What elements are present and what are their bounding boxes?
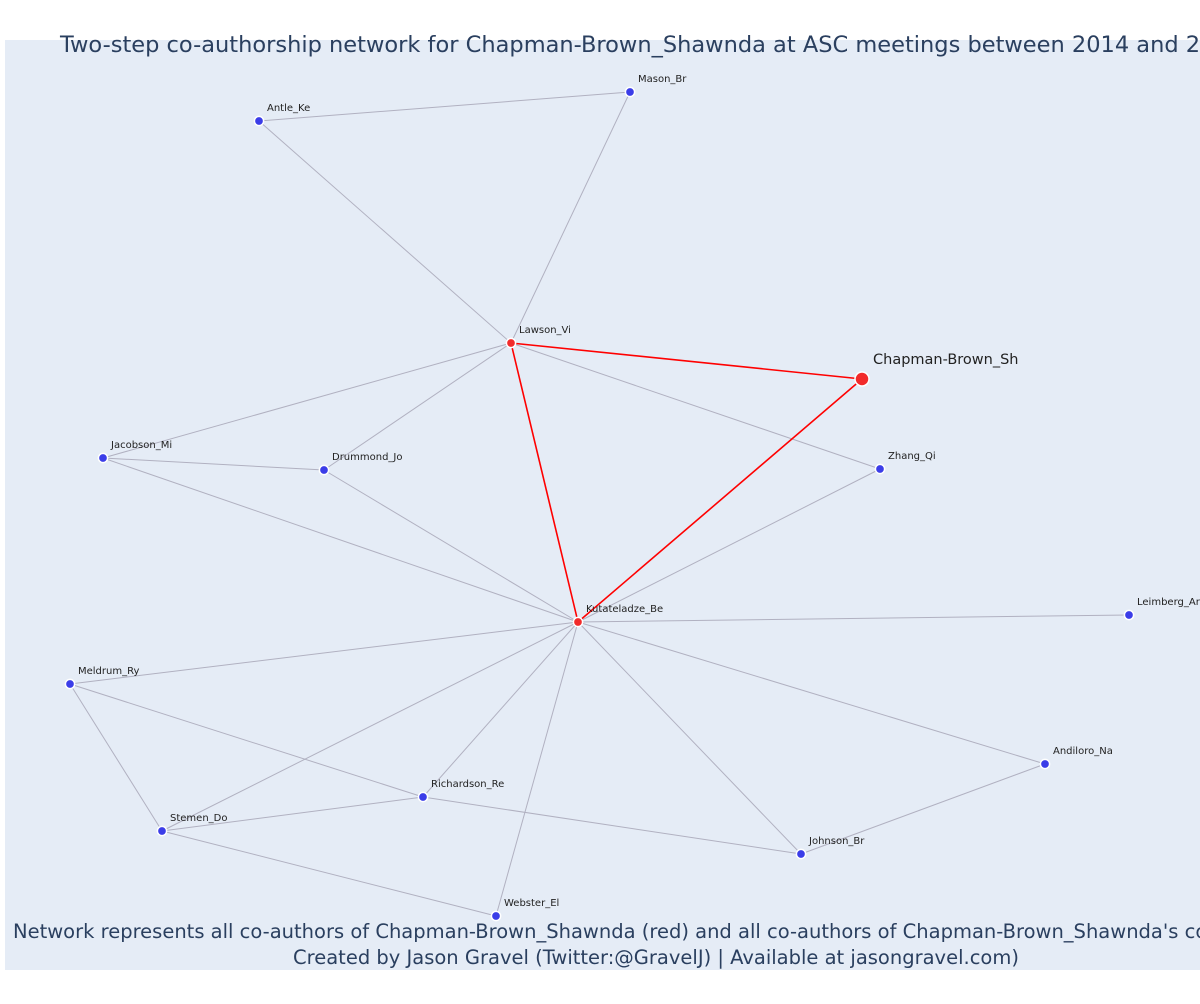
- node-label-Zhang_Qi: Zhang_Qi: [888, 451, 936, 462]
- nodes-layer: [64, 86, 1135, 922]
- edge-Meldrum_Ry-Stemen_Do: [69, 683, 163, 832]
- node-Kutateladze_Be[interactable]: [572, 616, 584, 628]
- edge-Antle_Ke-Mason_Br: [258, 91, 631, 122]
- footer-caption: Network represents all co-authors of Cha…: [13, 920, 1200, 943]
- edge-Johnson_Br-Andiloro_Na: [800, 763, 1046, 855]
- edge-Antle_Ke-Lawson_Vi: [258, 120, 512, 344]
- node-label-Jacobson_Mi: Jacobson_Mi: [110, 440, 172, 451]
- edge-Stemen_Do-Richardson_Re: [161, 796, 424, 832]
- node-label-Leimberg_Ar: Leimberg_Ar: [1137, 597, 1200, 608]
- edge-Kutateladze_Be-Webster_El: [495, 621, 579, 917]
- edge-Lawson_Vi-Jacobson_Mi: [102, 342, 512, 459]
- node-label-Johnson_Br: Johnson_Br: [808, 836, 865, 847]
- node-label-Lawson_Vi: Lawson_Vi: [519, 325, 571, 336]
- plot-background: [5, 40, 1200, 970]
- node-label-Kutateladze_Be: Kutateladze_Be: [586, 604, 663, 615]
- node-Webster_El[interactable]: [490, 910, 502, 922]
- edge-Lawson_Vi-Zhang_Qi: [510, 342, 881, 470]
- node-Stemen_Do[interactable]: [156, 825, 168, 837]
- node-Antle_Ke[interactable]: [253, 115, 265, 127]
- node-Jacobson_Mi[interactable]: [97, 452, 109, 464]
- edge-Kutateladze_Be-Stemen_Do: [161, 621, 579, 832]
- footer-credit: Created by Jason Gravel (Twitter:@Gravel…: [293, 946, 1019, 969]
- edge-Lawson_Vi-Kutateladze_Be: [510, 342, 579, 623]
- node-label-Mason_Br: Mason_Br: [638, 74, 687, 85]
- edge-Stemen_Do-Webster_El: [161, 830, 497, 917]
- edge-Zhang_Qi-Kutateladze_Be: [577, 468, 881, 623]
- node-Johnson_Br[interactable]: [795, 848, 807, 860]
- node-Drummond_Jo[interactable]: [318, 464, 330, 476]
- edge-Mason_Br-Lawson_Vi: [510, 91, 631, 344]
- node-label-Drummond_Jo: Drummond_Jo: [332, 452, 403, 463]
- node-Richardson_Re[interactable]: [417, 791, 429, 803]
- edge-Richardson_Re-Johnson_Br: [422, 796, 802, 855]
- edge-Kutateladze_Be-Andiloro_Na: [577, 621, 1046, 765]
- edge-Jacobson_Mi-Drummond_Jo: [102, 457, 325, 471]
- edge-Kutateladze_Be-Leimberg_Ar: [577, 614, 1130, 623]
- node-Lawson_Vi[interactable]: [505, 337, 517, 349]
- edge-Kutateladze_Be-Richardson_Re: [422, 621, 579, 798]
- edge-Jacobson_Mi-Kutateladze_Be: [102, 457, 579, 623]
- node-label-Andiloro_Na: Andiloro_Na: [1053, 746, 1113, 757]
- edges-layer: [69, 91, 1130, 917]
- chart-title: Two-step co-authorship network for Chapm…: [59, 32, 1200, 58]
- edge-Drummond_Jo-Kutateladze_Be: [323, 469, 579, 623]
- node-Leimberg_Ar[interactable]: [1123, 609, 1135, 621]
- node-Mason_Br[interactable]: [624, 86, 636, 98]
- node-Chapman-Brown_Sh[interactable]: [854, 371, 870, 387]
- node-Meldrum_Ry[interactable]: [64, 678, 76, 690]
- node-label-Chapman-Brown_Sh: Chapman-Brown_Sh: [873, 352, 1018, 368]
- node-label-Webster_El: Webster_El: [504, 898, 559, 909]
- node-Andiloro_Na[interactable]: [1039, 758, 1051, 770]
- edge-Lawson_Vi-Drummond_Jo: [323, 342, 512, 471]
- node-label-Meldrum_Ry: Meldrum_Ry: [78, 666, 139, 677]
- edge-Chapman-Brown_Sh-Lawson_Vi: [510, 342, 863, 380]
- node-label-Stemen_Do: Stemen_Do: [170, 813, 227, 824]
- edge-Meldrum_Ry-Richardson_Re: [69, 683, 424, 798]
- node-label-Antle_Ke: Antle_Ke: [267, 103, 310, 114]
- node-Zhang_Qi[interactable]: [874, 463, 886, 475]
- edge-Kutateladze_Be-Meldrum_Ry: [69, 621, 579, 685]
- node-label-Richardson_Re: Richardson_Re: [431, 779, 504, 790]
- edge-Chapman-Brown_Sh-Kutateladze_Be: [577, 378, 863, 623]
- labels-layer: Chapman-Brown_ShLawson_ViKutateladze_BeA…: [78, 74, 1200, 909]
- edge-Kutateladze_Be-Johnson_Br: [577, 621, 802, 855]
